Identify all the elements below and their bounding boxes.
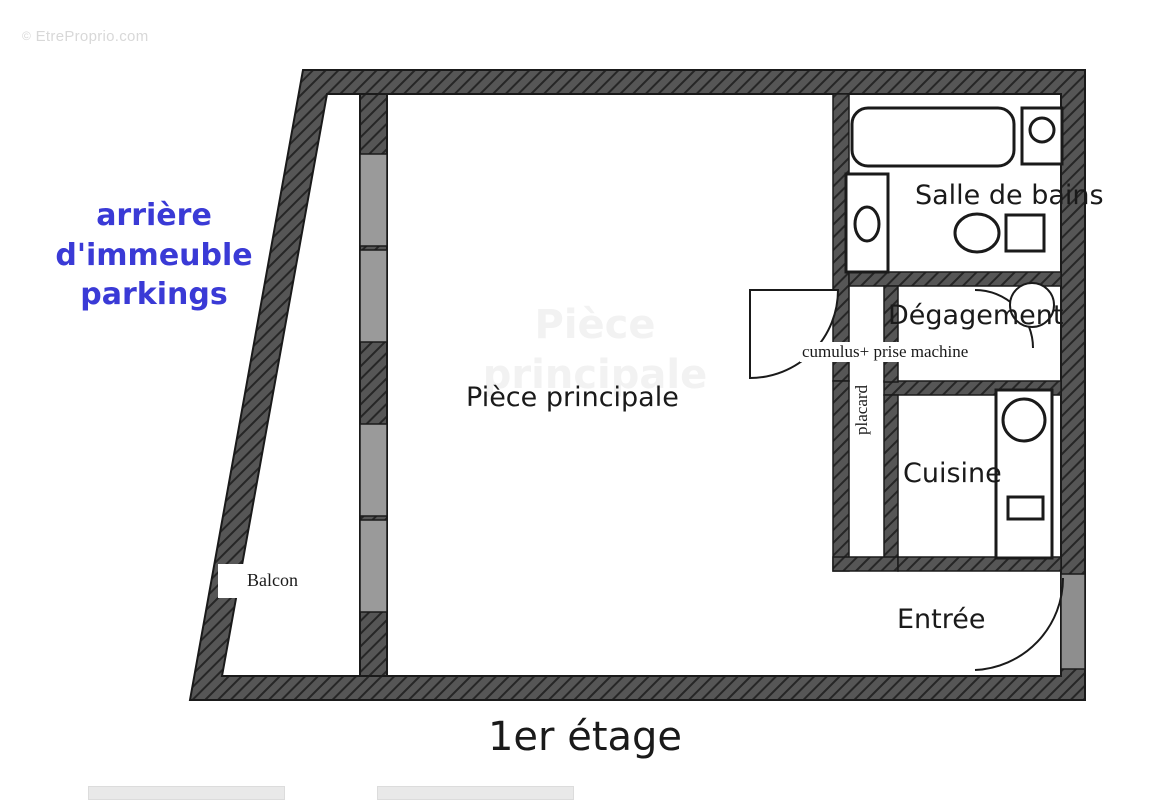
annotation-balcon: Balcon [247, 570, 298, 590]
annotation-cumulus: cumulus+ prise machine [800, 342, 971, 362]
watermark-text: EtreProprio.com [35, 28, 149, 45]
balcon-label-box [218, 564, 328, 598]
copyright-icon: © [22, 29, 32, 43]
balcony-partition-wall [359, 93, 388, 677]
exterior-note-line-3: parkings [80, 277, 228, 313]
bathroom-fixtures [844, 106, 1064, 274]
watermark: © EtreProprio.com [22, 28, 149, 45]
thumbnail-2[interactable] [377, 786, 574, 800]
kitchen-fixtures [994, 388, 1054, 560]
room-label-cuisine: Cuisine [903, 458, 1002, 489]
bottom-thumbnail-strip [0, 786, 1170, 800]
exterior-note-line-2: d'immeuble [55, 237, 253, 273]
room-label-entree: Entrée [897, 604, 986, 635]
door-swings [749, 282, 1065, 671]
annotation-placard: placard [852, 384, 871, 435]
exterior-note: arrière d'immeuble parkings [20, 196, 288, 315]
ghost-watermark-text: Pièce principale [430, 300, 760, 410]
plan-title: 1er étage [487, 714, 683, 760]
room-label-salle-de-bains: Salle de bains [915, 180, 1104, 211]
outer-wall [188, 69, 1086, 701]
room-label-degagement: Dégagement [888, 300, 1064, 331]
ghost-line-1: Pièce principale [482, 302, 708, 398]
room-label-piece-principale: Pièce principale [466, 382, 679, 413]
exterior-note-line-1: arrière [96, 198, 212, 233]
thumbnail-1[interactable] [88, 786, 285, 800]
